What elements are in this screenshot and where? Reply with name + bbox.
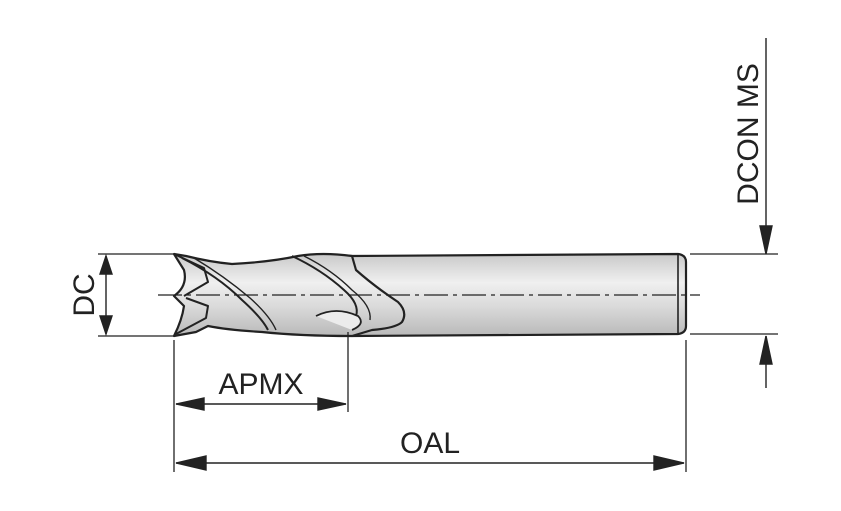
dc-dimension: [99, 253, 113, 337]
flute-helix-1: [181, 257, 269, 331]
apmx-dimension: [175, 397, 347, 411]
dcon-ms-dimension: [759, 38, 773, 388]
oal-label: OAL: [400, 427, 460, 460]
extension-lines: [98, 253, 778, 472]
dc-label: DC: [68, 273, 101, 316]
tip-edge-lower: [175, 297, 209, 335]
flute-helix-4: [303, 255, 371, 321]
oal-dimension: [175, 455, 685, 471]
flute-groove: [315, 310, 362, 331]
flute-helix-2: [193, 257, 277, 331]
dcon-ms-label: DCON MS: [732, 63, 765, 205]
flute-helix-3: [291, 255, 358, 317]
apmx-label: APMX: [218, 368, 303, 401]
tip-edge-upper: [173, 253, 209, 297]
